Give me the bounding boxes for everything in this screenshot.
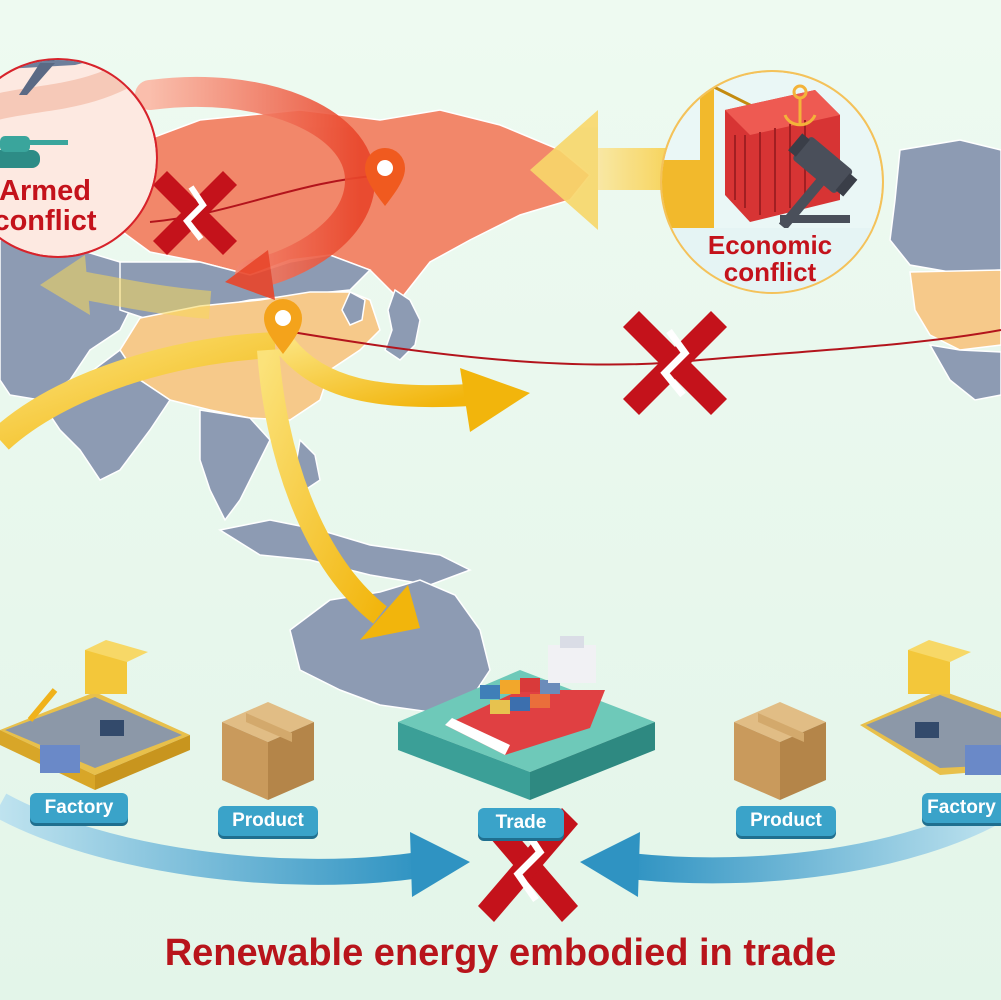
westward-arrow <box>40 255 212 319</box>
armed-conflict-label: Armed conflict <box>0 175 97 238</box>
land-japan <box>384 288 421 361</box>
export-arrow-east <box>276 337 471 408</box>
product-left-label: Product <box>218 806 318 836</box>
broken-cross-icon <box>153 171 237 255</box>
factory-icon <box>0 640 190 790</box>
tank-icon <box>0 136 68 168</box>
land-mexico <box>928 344 1001 401</box>
economic-conflict-label: Economic conflict <box>707 230 833 288</box>
cardboard-box-icon <box>222 702 314 800</box>
cardboard-box-icon <box>734 702 826 800</box>
diagram-title: Renewable energy embodied in trade <box>164 932 837 974</box>
economic-conflict-circle <box>660 70 884 294</box>
location-pin-icon <box>365 148 405 206</box>
economic-conflict-arrow <box>530 110 670 230</box>
location-pin-icon <box>264 299 302 354</box>
land-north-america-north <box>889 139 1001 273</box>
land-southeast-asia <box>199 409 271 522</box>
factory-icon <box>860 640 1001 775</box>
factory-right-label: Factory <box>922 793 1001 823</box>
land-australia <box>289 579 491 713</box>
blue-arrow-left <box>0 793 470 897</box>
export-arrow-south <box>257 349 387 624</box>
export-arrow-west <box>0 332 276 450</box>
anchor-icon <box>783 84 817 127</box>
land-south-asia <box>38 348 172 481</box>
armed-conflict-arrow <box>135 76 376 300</box>
factory-left-label: Factory <box>30 793 128 823</box>
land-korea <box>341 290 366 326</box>
blue-arrow-right <box>580 796 1001 897</box>
trade-label: Trade <box>478 808 564 838</box>
export-arrows <box>0 332 530 640</box>
broken-cross-icon <box>623 311 727 415</box>
product-right-label: Product <box>736 806 836 836</box>
container-ship-icon <box>398 636 655 800</box>
